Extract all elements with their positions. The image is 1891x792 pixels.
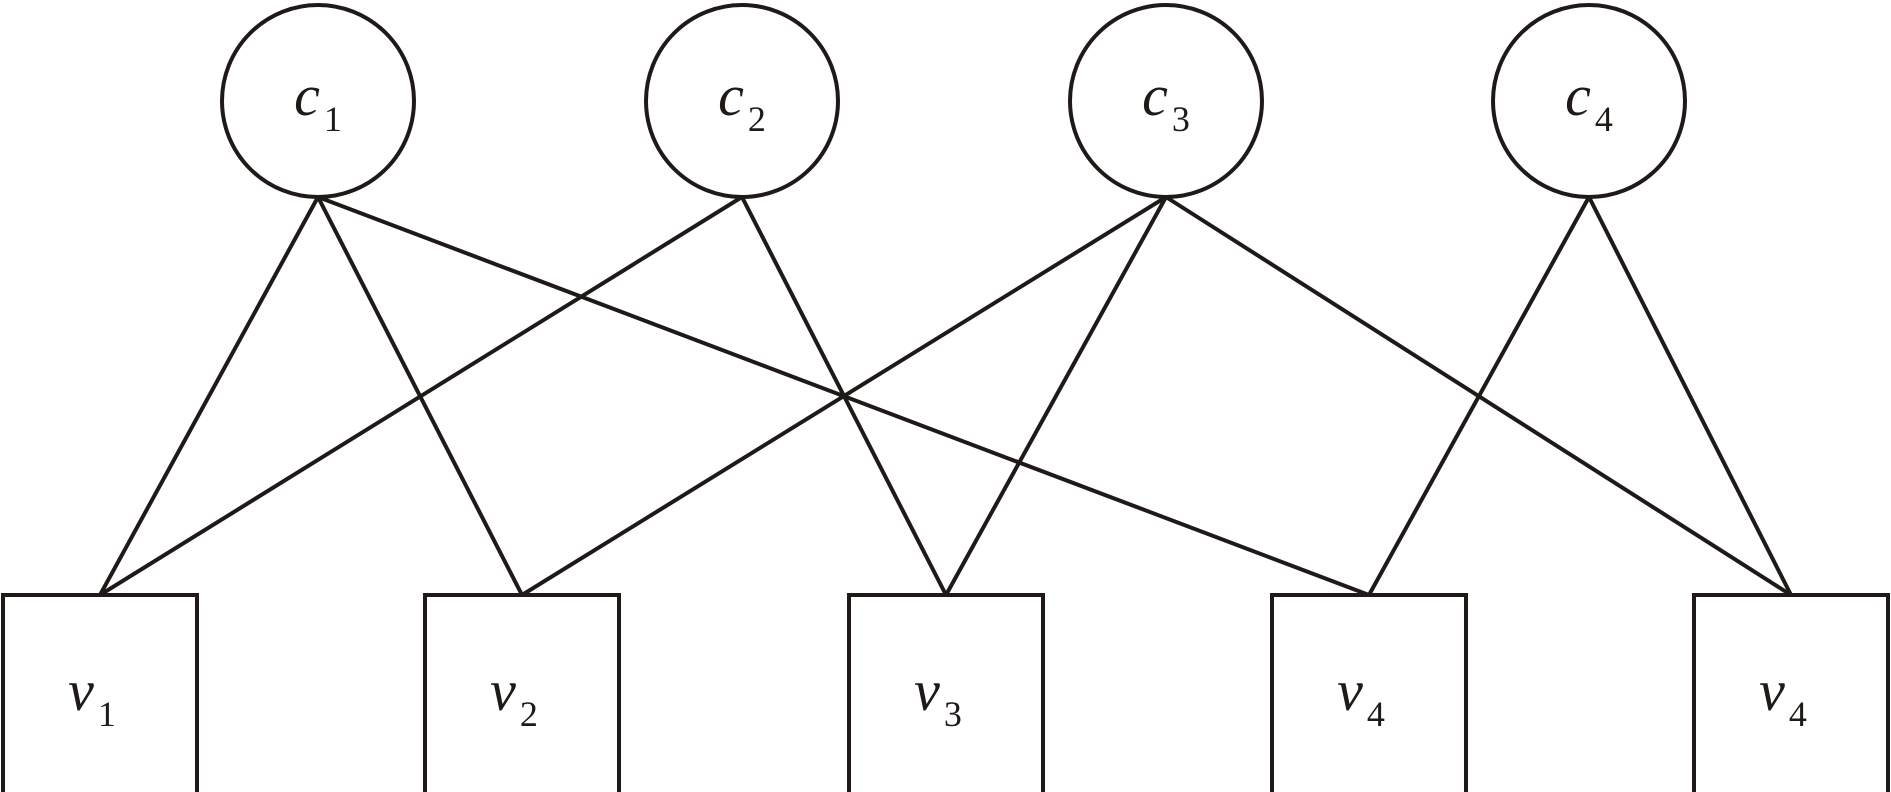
check-node-c3-label-name: c — [1142, 63, 1168, 128]
variable-node-box — [847, 593, 1045, 792]
variable-node-v4a-label-subscript: 4 — [1367, 694, 1385, 734]
check-node-circle — [220, 3, 416, 199]
variable-node-box — [1, 593, 199, 792]
variable-node-v3-label-name: v — [914, 658, 940, 723]
check-node-c3-label-subscript: 3 — [1172, 99, 1190, 139]
check-node-c4-label-subscript: 4 — [1595, 99, 1613, 139]
edge-layer — [98, 195, 1793, 597]
variable-node-v1-label-name: v — [68, 658, 94, 723]
edge-c2-v1 — [98, 195, 744, 597]
edge-c4-v4b — [1587, 196, 1793, 596]
check-node-circle — [644, 3, 840, 199]
edge-c4-v4a — [1367, 196, 1591, 596]
edge-c3-v2 — [520, 195, 1168, 597]
check-node-circle — [1068, 3, 1264, 199]
variable-node-box — [423, 593, 621, 792]
variable-node-v4b-label-name: v — [1759, 658, 1785, 723]
check-node-c2-label-name: c — [718, 63, 744, 128]
edge-c1-v1 — [98, 196, 320, 596]
check-node-c1-label-subscript: 1 — [324, 99, 342, 139]
edge-c3-v3 — [944, 196, 1168, 596]
variable-node-box — [1692, 593, 1890, 792]
variable-node-v2-label-subscript: 2 — [520, 694, 538, 734]
variable-node-v4b-label-subscript: 4 — [1789, 694, 1807, 734]
variable-node-v3-label-subscript: 3 — [944, 694, 962, 734]
check-node-circle — [1491, 3, 1687, 199]
variable-node-v1-label-subscript: 1 — [98, 694, 116, 734]
check-node-c1-label-name: c — [294, 63, 320, 128]
variable-node-v2-label-name: v — [490, 658, 516, 723]
variable-node-v4a-label-name: v — [1337, 658, 1363, 723]
variable-node-box — [1270, 593, 1468, 792]
check-node-c4-label-name: c — [1565, 63, 1591, 128]
check-node-c2-label-subscript: 2 — [748, 99, 766, 139]
